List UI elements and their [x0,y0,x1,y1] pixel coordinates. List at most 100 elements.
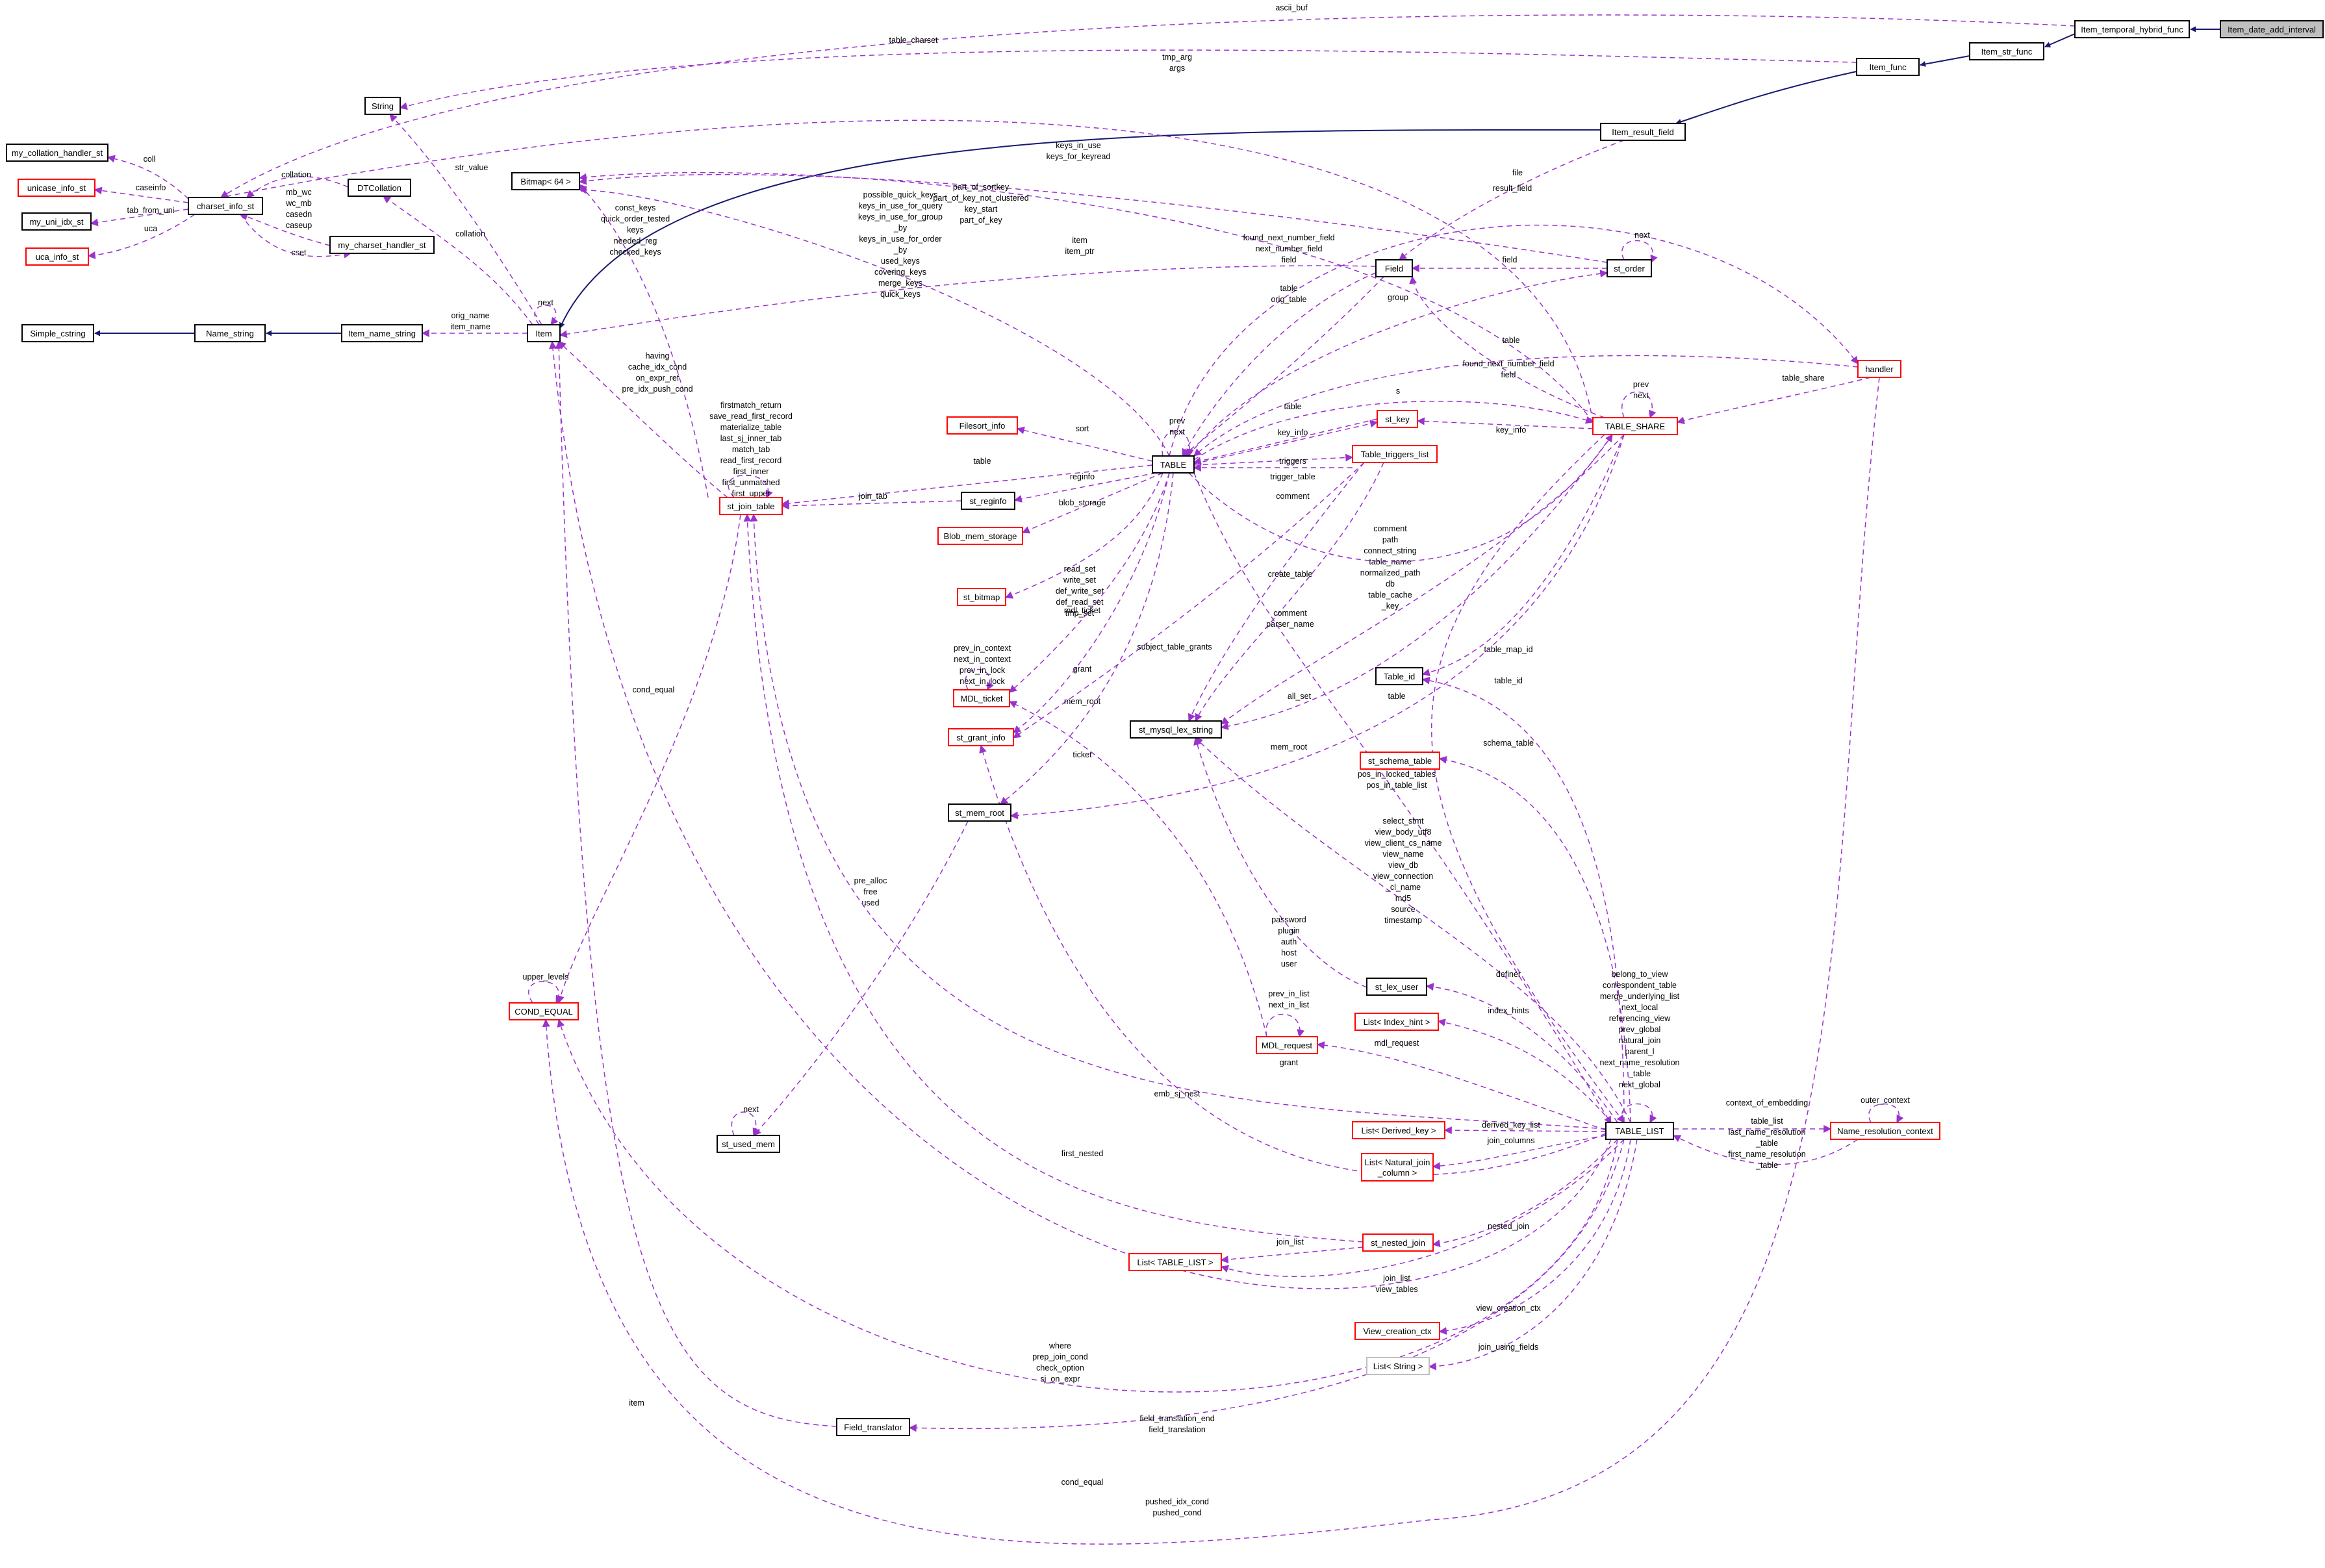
edge-path [220,14,2076,198]
edge-path [87,214,196,259]
edge-path [107,155,189,199]
edge-path [559,129,1601,329]
edge-label: join_list [1276,1237,1304,1246]
class-node-mdl-ticket[interactable]: MDL_ticket [953,689,1010,707]
node-label: st_bitmap [963,592,1000,602]
class-node-st-order[interactable]: st_order [1607,259,1652,277]
edge-path [1021,472,1163,534]
edge-path [534,305,559,325]
node-box [953,689,1010,707]
class-node-st-lex-user[interactable]: st_lex_user [1366,978,1427,996]
class-node-item-str-func[interactable]: Item_str_func [1969,42,2044,60]
class-node-field-translator[interactable]: Field_translator [836,1418,910,1436]
class-node-unicase-info-st[interactable]: unicase_info_st [18,179,95,197]
edge-path [1010,434,1625,820]
class-node-st-key[interactable]: st_key [1377,410,1418,428]
edge-path [1220,1139,1625,1277]
class-node-my-charset-handler-st[interactable]: my_charset_handler_st [329,236,435,254]
class-node-cond-equal[interactable]: COND_EQUAL [509,1002,579,1020]
node-label: Name_resolution_context [1837,1126,1933,1136]
class-node-table-list[interactable]: TABLE_LIST [1605,1122,1674,1140]
class-node-list-table-list[interactable]: List< TABLE_LIST > [1128,1253,1222,1271]
class-node-list-string[interactable]: List< String > [1366,1357,1430,1375]
class-node-st-used-mem[interactable]: st_used_mem [717,1135,780,1153]
edge-path [1193,737,1367,988]
class-node-list-natural-join-column[interactable]: List< Natural_join_column > [1361,1153,1434,1182]
edge-label: outer_context [1861,1096,1910,1105]
usage-edge-u15: next [534,298,559,325]
class-node-st-reginfo[interactable]: st_reginfo [961,492,1015,510]
edge-path [399,49,1857,110]
class-node-st-mem-root[interactable]: st_mem_root [948,803,1011,822]
class-node-item-temporal-hybrid-func[interactable]: Item_temporal_hybrid_func [2074,20,2190,38]
class-node-st-mysql-lex-string[interactable]: st_mysql_lex_string [1130,720,1222,739]
class-node-table-share[interactable]: TABLE_SHARE [1592,417,1678,435]
edge-path [557,514,741,1004]
node-label: st_mysql_lex_string [1139,725,1213,735]
class-node-simple-cstring[interactable]: Simple_cstring [21,324,94,342]
class-node-mdl-request[interactable]: MDL_request [1256,1036,1318,1054]
class-node-st-nested-join[interactable]: st_nested_join [1362,1233,1434,1252]
class-node-field[interactable]: Field [1375,259,1413,277]
usage-edge-u79: derived_key_list [1443,1120,1607,1135]
class-node-view-creation-ctx[interactable]: View_creation_ctx [1354,1322,1440,1340]
edge-label: caseinfo [136,183,166,192]
class-node-table-id[interactable]: Table_id [1375,667,1423,685]
class-node-st-join-table[interactable]: st_join_table [719,497,783,515]
class-node-st-schema-table[interactable]: st_schema_table [1360,752,1440,770]
edge-path [1421,676,1625,1123]
class-node-item[interactable]: Item [527,324,561,342]
node-box [1128,1253,1222,1271]
class-node-table[interactable]: TABLE [1152,455,1195,474]
class-node-st-grant-info[interactable]: st_grant_info [948,728,1014,746]
usage-edge-u42: reginfo [1013,472,1157,503]
class-node-filesort-info[interactable]: Filesort_info [947,416,1018,435]
class-node-my-uni-idx-st[interactable]: my_uni_idx_st [21,212,92,231]
class-node-name-resolution-context[interactable]: Name_resolution_context [1830,1122,1940,1140]
class-node-uca-info-st[interactable]: uca_info_st [25,247,89,266]
usage-edge-u2: table_charset [220,36,1594,423]
usage-edge-u55: table_map_id [1421,434,1625,677]
class-node-my-collation-handler-st[interactable]: my_collation_handler_st [6,144,108,162]
class-node-list-derived-key[interactable]: List< Derived_key > [1352,1121,1445,1139]
usage-edge-u80: join_columns [1432,1135,1607,1170]
edge-path [965,668,995,691]
node-label: Item_str_func [1981,47,2033,57]
class-node-item-name-string[interactable]: Item_name_string [341,324,423,342]
edge-path [240,214,352,259]
edge-label: ticket [1073,750,1092,759]
usage-edge-u75: emb_sj_nest [750,513,1607,1130]
class-node-table-triggers-list[interactable]: Table_triggers_list [1352,445,1438,463]
class-node-bitmap64[interactable]: Bitmap< 64 > [511,172,580,190]
class-node-list-index-hint[interactable]: List< Index_hint > [1354,1013,1439,1031]
class-node-blob-mem-storage[interactable]: Blob_mem_storage [937,527,1023,545]
node-label: Name_string [206,329,254,338]
class-node-string[interactable]: String [364,97,401,115]
usage-edge-u73: grant [979,744,1607,1176]
usage-edge-u24: next [1621,231,1658,264]
node-label: List< Index_hint > [1364,1017,1430,1027]
inheritance-edge-e3 [1920,55,1970,67]
class-node-item-date-add-interval[interactable]: Item_date_add_interval [2220,20,2324,38]
class-node-item-func[interactable]: Item_func [1856,58,1920,76]
class-node-name-string[interactable]: Name_string [194,324,266,342]
class-node-handler[interactable]: handler [1857,360,1901,378]
class-node-dtcollation[interactable]: DTCollation [348,179,411,197]
class-node-item-result-field[interactable]: Item_result_field [1600,123,1686,141]
edge-path [1437,1018,1612,1123]
edge-path [1013,472,1157,503]
usage-edge-u50: create_table [1188,434,1613,579]
edge-path [781,500,962,510]
class-node-st-bitmap[interactable]: st_bitmap [957,588,1006,606]
node-box [1352,445,1438,463]
class-node-charset-info-st[interactable]: charset_info_st [188,197,263,215]
